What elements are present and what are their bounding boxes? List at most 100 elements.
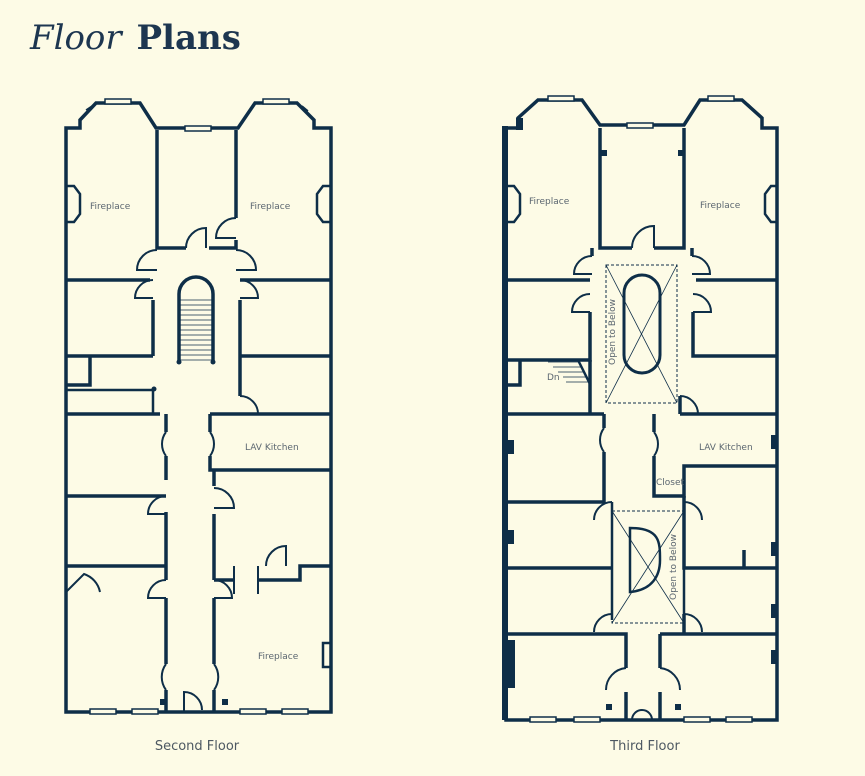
stair-down-treads [548, 359, 592, 385]
door-swing [209, 431, 215, 457]
interior-wall [508, 312, 592, 362]
door-swing [692, 293, 713, 313]
rear-window [573, 716, 601, 723]
door-swing [683, 501, 703, 521]
interior-wall [209, 240, 238, 250]
interior-wall [66, 356, 92, 387]
interior-wall [682, 496, 777, 570]
window [85, 105, 93, 111]
stair-treads [179, 299, 213, 361]
door-swing [593, 613, 613, 633]
rear-window [683, 716, 711, 723]
door-swing [235, 249, 258, 271]
rear-window [529, 716, 557, 723]
column [222, 699, 228, 705]
bay-window [104, 98, 132, 105]
title-bold-word: Plans [136, 18, 241, 58]
interior-wall [155, 130, 186, 250]
window [184, 125, 212, 132]
door-swing [653, 431, 659, 457]
fireplace-hearth [66, 184, 82, 224]
void-cross [611, 510, 685, 624]
rear-window [131, 708, 159, 715]
door-swing [214, 217, 237, 239]
door-swing [679, 395, 699, 415]
oval-stair-well [622, 273, 662, 375]
window [747, 103, 755, 111]
pier [601, 150, 607, 156]
interior-wall [508, 632, 628, 668]
page-title: Floor Plans [30, 14, 241, 62]
door-swing [631, 709, 653, 721]
door-swing [239, 279, 260, 299]
pier [678, 150, 684, 156]
bay-window [547, 95, 575, 102]
bay-window [262, 98, 290, 105]
column [606, 704, 612, 710]
pier [508, 440, 514, 454]
door-swing [239, 395, 259, 415]
caption-second-floor: Second Floor [155, 739, 240, 754]
door-swing [146, 495, 167, 515]
stair-post [176, 359, 182, 365]
second-floor-plan: Fireplace Fireplace LAV Kitchen Fireplac… [64, 98, 333, 754]
void-open-to-below [605, 264, 678, 404]
window [301, 105, 309, 112]
caption-third-floor: Third Floor [609, 739, 680, 754]
door-swing [146, 579, 167, 599]
pier [771, 650, 777, 664]
door-swing [631, 224, 655, 249]
label-fireplace: Fireplace [90, 202, 131, 212]
label-stairs-down: Dn [547, 373, 560, 383]
fireplace-hearth [763, 184, 777, 224]
rear-window [239, 708, 267, 715]
label-open-to-below: Open to Below [608, 299, 618, 365]
interior-wall [598, 128, 632, 250]
door-swing [265, 544, 287, 567]
central-stair [177, 275, 215, 362]
door-swing [683, 613, 703, 633]
thick-party-wall [502, 126, 508, 720]
column [675, 704, 681, 710]
second-floor-outer-wall [64, 101, 333, 714]
title-italic-word: Floor [30, 18, 122, 58]
window [525, 104, 533, 111]
fireplace-hearth [508, 184, 522, 224]
chimney-mass [502, 640, 515, 688]
pier [771, 604, 777, 618]
third-floor-outer-wall [504, 98, 779, 722]
pier [771, 435, 777, 449]
interior-wall [691, 312, 777, 358]
interior-wall [258, 564, 331, 582]
pier [771, 542, 777, 556]
interior-wall [508, 452, 606, 504]
interior-wall [508, 360, 522, 387]
door-swing [135, 249, 158, 271]
door-swing [604, 667, 627, 691]
rear-window [89, 708, 117, 715]
door-swing [160, 663, 167, 691]
column [151, 386, 157, 392]
stair-post [210, 359, 216, 365]
door-swing [183, 690, 203, 712]
interior-wall [654, 128, 686, 250]
door-swing [185, 226, 207, 249]
door-swing [659, 667, 682, 691]
label-open-to-below: Open to Below [669, 534, 679, 600]
curved-stair [628, 526, 662, 594]
fireplace-hearth [321, 641, 331, 669]
door-swing [65, 572, 101, 593]
window [626, 122, 654, 129]
void-open-to-below [611, 510, 685, 624]
rear-window [281, 708, 309, 715]
interior-wall [652, 456, 777, 498]
void-cross [605, 264, 678, 404]
label-lav-kitchen: LAV Kitchen [245, 443, 299, 453]
door-swing [161, 431, 167, 457]
interior-wall [208, 456, 331, 472]
pier [516, 118, 523, 130]
rear-window [725, 716, 753, 723]
door-swing [599, 427, 605, 453]
label-fireplace: Fireplace [250, 202, 291, 212]
